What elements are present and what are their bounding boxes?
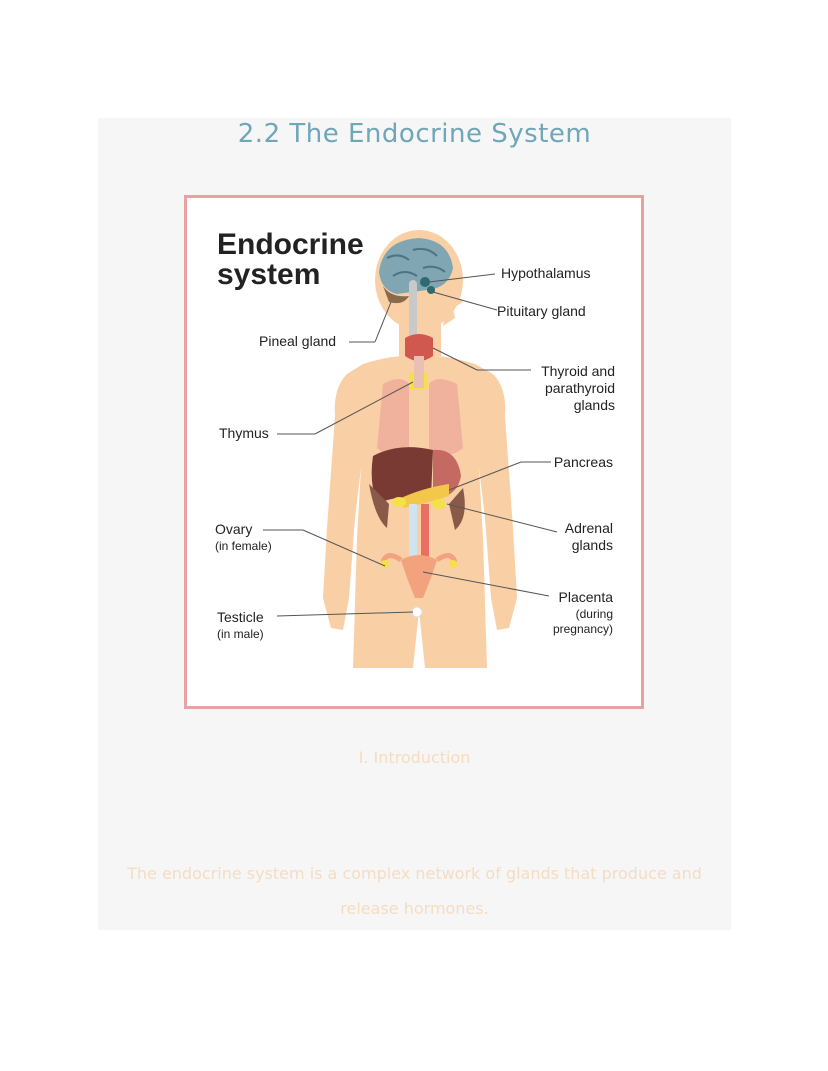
pancreas-gland (401, 484, 449, 508)
endocrine-diagram: Endocrine system Hypoth (215, 228, 615, 668)
label-ovary-line2: (in female) (215, 539, 272, 553)
label-ovary-line1: Ovary (215, 521, 252, 537)
label-thyroid-line1: Thyroid and (541, 363, 615, 379)
content-panel: 2.2 The Endocrine System (98, 118, 731, 930)
label-testicle-line2: (in male) (217, 627, 264, 641)
label-placenta-line3: pregnancy) (553, 622, 613, 636)
page-title: 2.2 The Endocrine System (237, 119, 592, 149)
label-adrenal-line1: Adrenal (565, 520, 613, 536)
label-hypothalamus: Hypothalamus (501, 265, 591, 281)
label-testicle-line1: Testicle (217, 609, 264, 625)
label-placenta-line1: Placenta (559, 589, 614, 605)
introduction-paragraph: The endocrine system is a complex networ… (127, 864, 702, 918)
label-thyroid-line3: glands (574, 397, 615, 413)
label-pineal-gland: Pineal gland (259, 333, 336, 349)
label-thymus: Thymus (219, 425, 269, 441)
leader-lines (263, 273, 558, 617)
thyroid-gland (405, 334, 433, 361)
diagram-heading-line2: system (217, 258, 320, 291)
uterus (380, 553, 458, 598)
label-placenta-line2: (during (576, 607, 613, 621)
label-pituitary-gland: Pituitary gland (497, 303, 586, 319)
testicle (411, 606, 423, 618)
label-thyroid-line2: parathyroid (545, 380, 615, 396)
section-heading-introduction: I. Introduction (358, 748, 471, 767)
liver (371, 447, 433, 504)
diagram-heading-line1: Endocrine (217, 228, 364, 261)
brain (379, 238, 453, 340)
endocrine-figure-frame: Endocrine system Hypoth (184, 195, 644, 709)
lungs (377, 379, 463, 456)
label-pancreas: Pancreas (554, 454, 613, 470)
label-adrenal-line2: glands (572, 537, 613, 553)
